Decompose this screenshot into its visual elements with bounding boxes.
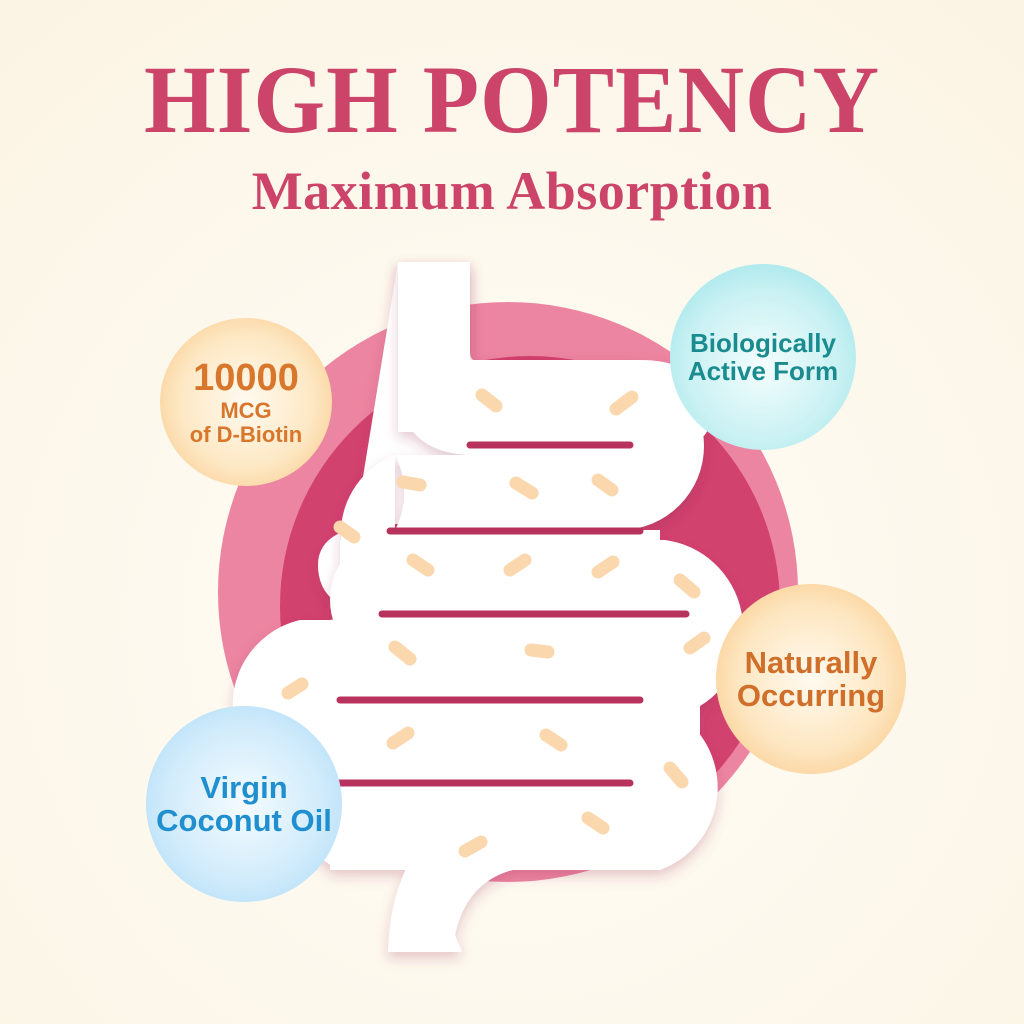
badge-nat-line2: Occurring xyxy=(736,678,886,713)
headline-title: HIGH POTENCY xyxy=(143,46,881,153)
badge-biotin-label: of D-Biotin xyxy=(189,421,303,447)
intestine-divider-lines xyxy=(329,441,690,787)
badge-biotin: 10000 MCG of D-Biotin xyxy=(160,318,332,486)
badge-biotin-amount: 10000 xyxy=(193,356,299,399)
nutrient-particles xyxy=(281,388,711,858)
badge-nat-line1: Naturally xyxy=(744,644,878,680)
badge-biologically-active: Biologically Active Form xyxy=(670,264,856,450)
badge-biotin-unit: MCG xyxy=(220,397,272,423)
badge-bio-line2: Active Form xyxy=(687,356,839,386)
badge-virgin-coconut-oil: Virgin Coconut Oil xyxy=(146,706,342,902)
badge-coco-line1: Virgin xyxy=(200,769,288,805)
badge-bio-line1: Biologically xyxy=(690,327,836,358)
headline-subtitle: Maximum Absorption xyxy=(251,161,773,221)
badge-naturally-occurring: Naturally Occurring xyxy=(716,584,906,774)
badge-coco-line2: Coconut Oil xyxy=(156,803,332,838)
